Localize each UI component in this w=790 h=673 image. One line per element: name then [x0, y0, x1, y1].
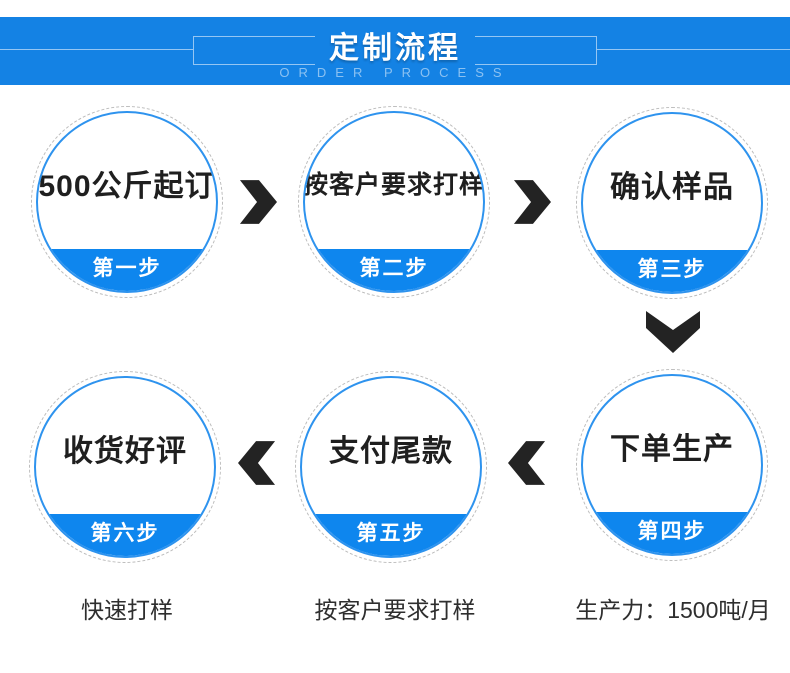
step-1-label: 500公斤起订	[38, 170, 216, 203]
step-circle-5-inner: 支付尾款 第五步	[300, 376, 482, 558]
step-4-label: 下单生产	[610, 433, 734, 466]
step-2-band: 第二步	[305, 249, 483, 291]
step-circle-4-inner: 下单生产 第四步	[581, 374, 763, 556]
step-circle-2: 按客户要求打样 第二步	[298, 106, 490, 298]
step-circle-2-inner: 按客户要求打样 第二步	[303, 111, 485, 293]
step-6-label: 收货好评	[63, 435, 187, 468]
step-3-band: 第三步	[583, 250, 761, 292]
step-3-label: 确认样品	[610, 171, 734, 204]
step-circle-5: 支付尾款 第五步	[295, 371, 487, 563]
caption-fast-sample: 快速打样	[81, 597, 173, 623]
step-5-number: 第五步	[356, 522, 426, 545]
chevron-left-icon	[508, 440, 546, 486]
step-circle-1: 500公斤起订 第一步	[31, 106, 223, 298]
step-2-number: 第二步	[359, 257, 429, 280]
chevron-right-icon	[513, 179, 551, 225]
step-6-number: 第六步	[90, 522, 160, 545]
step-5-band: 第五步	[302, 514, 480, 556]
step-2-label: 按客户要求打样	[303, 171, 485, 199]
page-title: 定制流程	[315, 33, 475, 65]
step-4-band: 第四步	[583, 512, 761, 554]
chevron-right-icon	[239, 179, 277, 225]
step-circle-6-inner: 收货好评 第六步	[34, 376, 216, 558]
caption-capacity: 生产力：1500吨/月	[575, 597, 771, 623]
step-1-band: 第一步	[38, 249, 216, 291]
step-circle-3: 确认样品 第三步	[576, 107, 768, 299]
page-subtitle: ORDER PROCESS	[269, 65, 521, 80]
caption-custom-sample: 按客户要求打样	[314, 597, 476, 623]
header-line-left	[0, 49, 193, 50]
step-6-band: 第六步	[36, 514, 214, 556]
step-4-number: 第四步	[637, 520, 707, 543]
chevron-down-icon	[646, 311, 700, 353]
header-banner: 定制流程 ORDER PROCESS	[0, 17, 790, 85]
step-circle-6: 收货好评 第六步	[29, 371, 221, 563]
chevron-left-icon	[238, 440, 276, 486]
step-5-label: 支付尾款	[329, 435, 453, 468]
step-circle-4: 下单生产 第四步	[576, 369, 768, 561]
step-3-number: 第三步	[637, 258, 707, 281]
step-circle-1-inner: 500公斤起订 第一步	[36, 111, 218, 293]
step-1-number: 第一步	[92, 257, 162, 280]
step-circle-3-inner: 确认样品 第三步	[581, 112, 763, 294]
header-line-right	[597, 49, 790, 50]
